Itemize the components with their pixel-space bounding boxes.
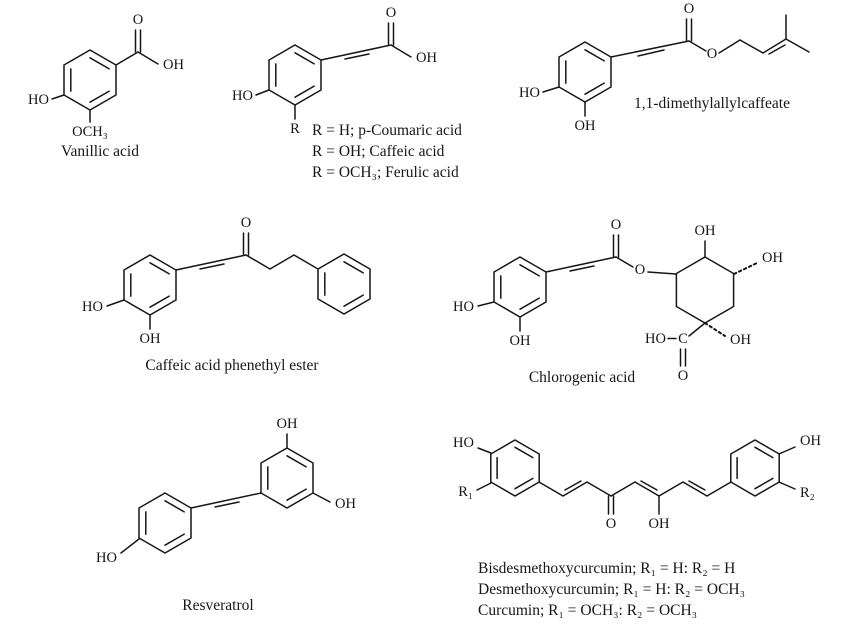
benzene-ring <box>558 41 612 103</box>
atom-label-ester-o: O <box>635 262 645 278</box>
atom-label-oh: OH <box>800 433 821 449</box>
atom-label-o: O <box>386 5 396 21</box>
atom-label-oh-c1: OH <box>730 332 751 348</box>
atom-label-acid-ho: HO <box>645 331 666 347</box>
atom-label-o: O <box>133 12 143 28</box>
atom-label-ho: HO <box>232 88 253 104</box>
curcuminoid-variant-line: Desmethoxycurcumin; R₁ = H: R₂ = OCH₃ <box>478 581 745 598</box>
atom-label-och3: OCH₃ <box>72 124 108 140</box>
structure-cape: O HO OH Caffeic acid phenethyl ester <box>82 215 371 374</box>
atom-label-oh: OH <box>510 333 531 349</box>
atom-label-r1: R₁ <box>458 484 473 500</box>
atom-label-enol-oh: OH <box>649 516 670 532</box>
structure-dimethylallyl-caffeate: O O HO OH 1,1-dimethylallylcaffeate <box>519 1 810 134</box>
atom-label-oh-right: OH <box>335 496 356 512</box>
structure-coumaric-caffeic-ferulic: O OH HO R R = H; p-Coumaric acid R = OH;… <box>232 5 462 181</box>
curcuminoid-variant-line: Curcumin; R₁ = OCH₃: R₂ = OCH₃ <box>478 602 697 619</box>
cyclohexane-ring <box>675 256 735 324</box>
atom-label-oh: OH <box>416 50 437 66</box>
caption-resveratrol: Resveratrol <box>182 597 253 614</box>
atom-label-oh-right: OH <box>762 250 783 266</box>
atom-label-ho: HO <box>519 85 540 101</box>
bonds <box>477 234 758 367</box>
r-definition-line: R = OCH₃; Ferulic acid <box>312 164 459 181</box>
structure-resveratrol: HO OH OH Resveratrol <box>96 416 356 614</box>
benzene-ring <box>493 256 547 318</box>
r-definition-line: R = H; p-Coumaric acid <box>312 122 462 139</box>
atom-label-oh: OH <box>140 331 161 347</box>
structure-vanillic-acid: O OH HO OCH₃ Vanillic acid <box>28 12 184 160</box>
benzene-ring <box>260 447 314 509</box>
atom-label-o: O <box>241 215 251 231</box>
atom-label-oh: OH <box>163 57 184 73</box>
structure-curcuminoids: HO R₁ O OH OH R₂ Bisdesmethoxycurcumin; … <box>453 433 821 619</box>
atom-label-ho: HO <box>82 299 103 315</box>
atom-label-keto-o: O <box>606 516 616 532</box>
atom-label-ho: HO <box>28 92 49 108</box>
benzene-ring <box>138 492 192 554</box>
atom-label-r: R <box>290 121 300 137</box>
caption-vanillic-acid: Vanillic acid <box>61 143 139 160</box>
caption-chlorogenic-acid: Chlorogenic acid <box>529 369 636 386</box>
bonds <box>476 446 796 515</box>
atom-label-acid-c: C <box>678 331 688 347</box>
benzene-ring <box>63 49 117 111</box>
atom-label-acid-o: O <box>678 368 688 384</box>
bonds <box>106 232 319 330</box>
atom-label-o: O <box>684 1 694 17</box>
benzene-ring <box>123 254 177 316</box>
bonds <box>542 14 810 117</box>
atom-label-o: O <box>611 217 621 233</box>
atom-label-ho: HO <box>453 299 474 315</box>
atom-label-oh: OH <box>575 118 596 134</box>
benzene-ring <box>317 253 371 315</box>
atom-label-ho: HO <box>96 550 117 566</box>
benzene-ring <box>268 44 322 106</box>
bonds <box>120 433 331 554</box>
curcuminoid-variant-line: Bisdesmethoxycurcumin; R₁ = H: R₂ = H <box>478 560 735 577</box>
atom-label-ester-o: O <box>707 46 717 62</box>
atom-label-ho: HO <box>453 435 474 451</box>
atom-label-oh-top: OH <box>277 416 298 432</box>
r-definition-line: R = OH; Caffeic acid <box>312 143 445 160</box>
structure-chlorogenic-acid: HO OH O O OH OH HO C O OH Chlorogenic ac… <box>453 217 783 386</box>
bonds <box>51 29 159 123</box>
atom-label-r2: R₂ <box>800 485 815 501</box>
benzene-ring <box>490 439 540 497</box>
atom-label-oh-top: OH <box>695 223 716 239</box>
caption-cape: Caffeic acid phenethyl ester <box>145 357 319 374</box>
caption-dimethylallyl-caffeate: 1,1-dimethylallylcaffeate <box>634 95 790 112</box>
bonds <box>255 22 412 120</box>
benzene-ring <box>730 439 780 497</box>
